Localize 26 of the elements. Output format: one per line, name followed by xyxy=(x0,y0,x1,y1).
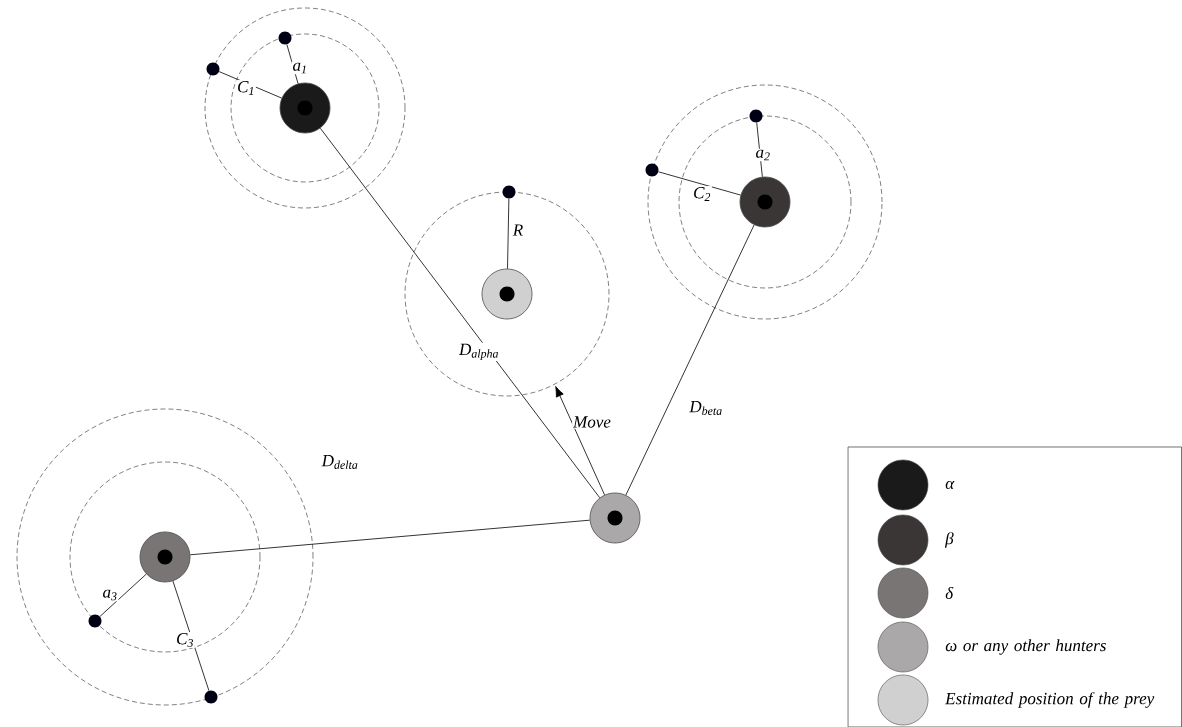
legend-label: δ xyxy=(945,586,954,599)
wolf-circle xyxy=(481,268,533,320)
wolf-circle xyxy=(139,531,191,583)
connector-line xyxy=(507,198,510,269)
connector-line xyxy=(172,580,210,691)
wolf-circle xyxy=(279,82,331,134)
connector-line xyxy=(756,122,763,178)
connector-line xyxy=(319,127,601,499)
connector-line xyxy=(189,519,591,556)
edge-label: C$_{1}$ xyxy=(236,80,256,96)
edge-label: D$_{beta}$ xyxy=(688,400,724,416)
connector-line xyxy=(99,573,147,617)
legend-label: α xyxy=(945,480,955,490)
edge-label: C$_{2}$ xyxy=(692,186,712,202)
connector-line xyxy=(218,71,283,99)
connector-line xyxy=(658,171,741,196)
legend-label: β xyxy=(944,532,954,548)
edge-label: C$_{3}$ xyxy=(175,632,195,648)
wolf-circle xyxy=(589,492,641,544)
connector-line xyxy=(625,224,755,496)
legend-label: ω or any other hunters xyxy=(945,639,1106,655)
legend-label: Estimated position of the prey xyxy=(945,692,1155,708)
arrow xyxy=(555,386,605,496)
edge-label: Move xyxy=(572,415,612,429)
wolf-circle xyxy=(739,176,791,228)
edge-label: D$_{delta}$ xyxy=(320,454,360,470)
